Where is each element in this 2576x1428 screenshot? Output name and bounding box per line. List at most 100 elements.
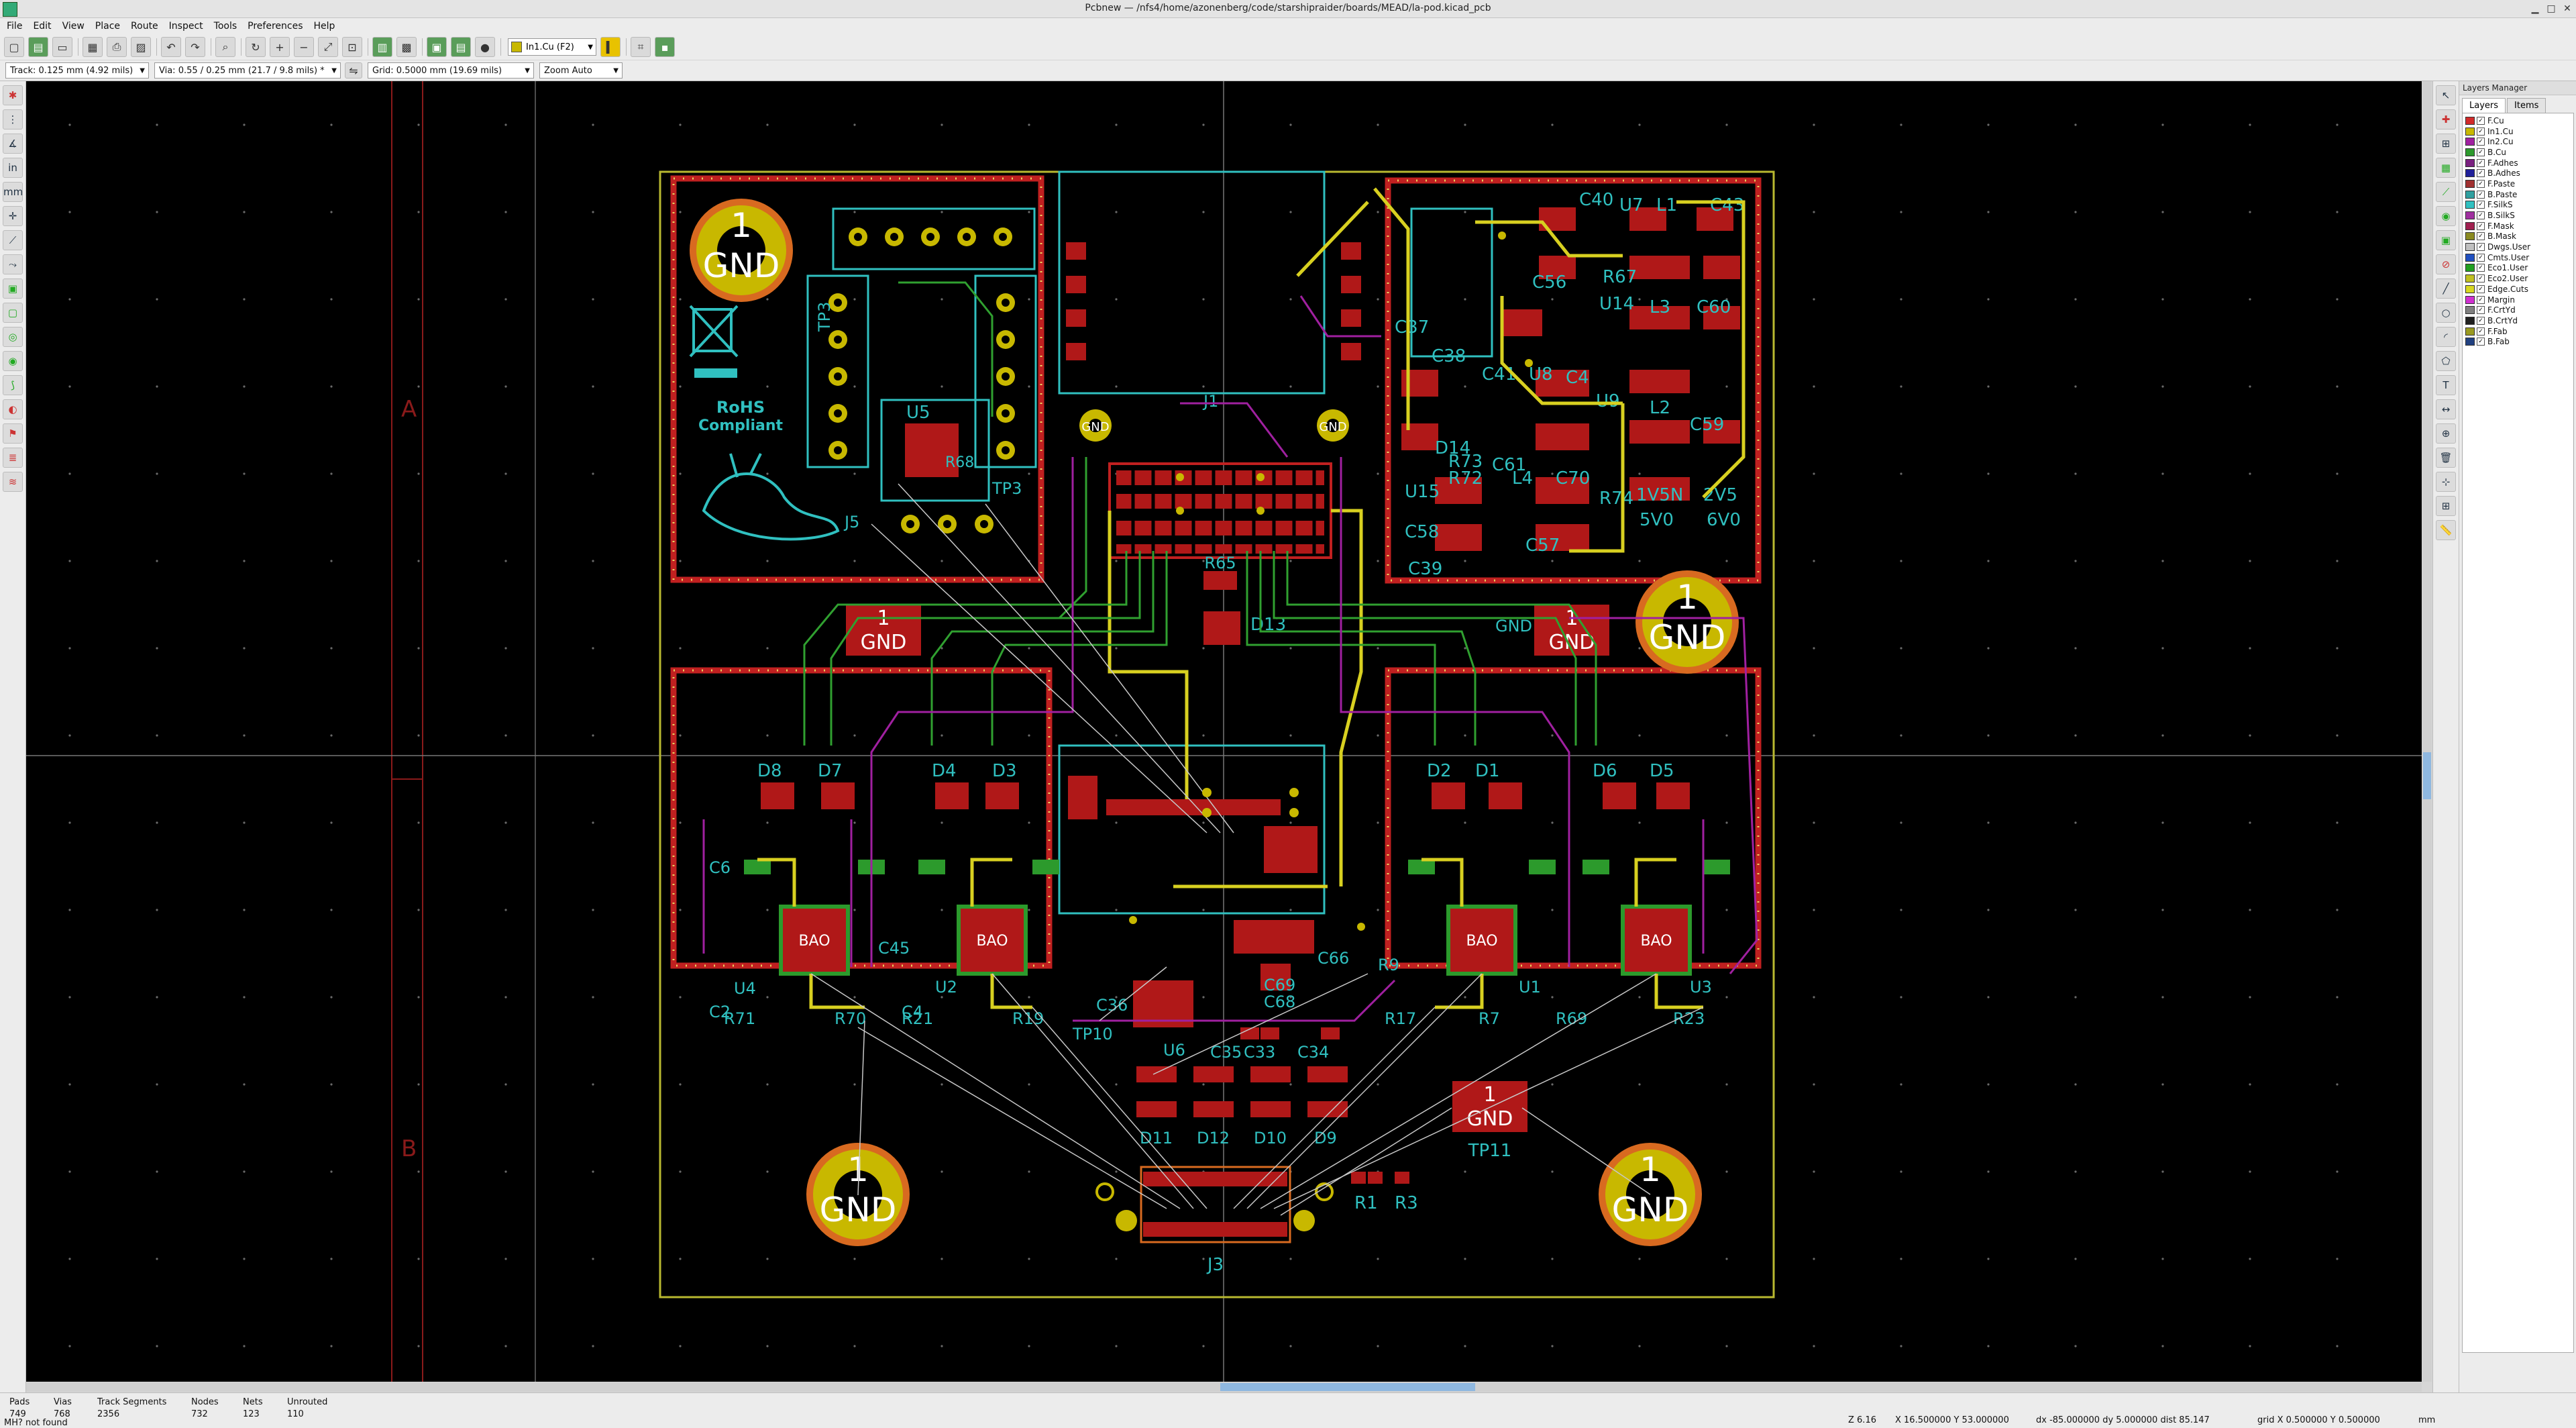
footprint-viewer-icon[interactable]: ▩	[396, 37, 417, 57]
drc-marker-icon[interactable]: ✱	[3, 85, 23, 105]
add-target-icon[interactable]: ⊕	[2436, 423, 2456, 444]
layer-row[interactable]: ✓Edge.Cuts	[2465, 284, 2571, 295]
layer-visibility-checkbox[interactable]: ✓	[2477, 316, 2485, 325]
refresh-icon[interactable]: ↻	[246, 37, 266, 57]
menu-file[interactable]: File	[7, 21, 23, 32]
tab-layers[interactable]: Layers	[2462, 98, 2506, 113]
zoom-fit-icon[interactable]: ⤢	[318, 37, 338, 57]
layer-row[interactable]: ✓F.Mask	[2465, 221, 2571, 232]
add-via-icon[interactable]: ◉	[2436, 206, 2456, 226]
plot-icon[interactable]: ▨	[131, 37, 151, 57]
menu-tools[interactable]: Tools	[213, 21, 237, 32]
layer-visibility-checkbox[interactable]: ✓	[2477, 295, 2485, 304]
high-contrast-icon[interactable]: ◐	[3, 399, 23, 419]
layer-row[interactable]: ✓In2.Cu	[2465, 136, 2571, 147]
zoom-select[interactable]: Zoom Auto▼	[539, 62, 623, 79]
maximize-icon[interactable]: □	[2546, 3, 2556, 14]
ratsnest-icon[interactable]: ⟋	[3, 230, 23, 250]
layer-visibility-checkbox[interactable]: ✓	[2477, 221, 2485, 230]
layer-color-swatch[interactable]	[2465, 264, 2475, 272]
layer-color-swatch[interactable]	[2465, 295, 2475, 304]
layer-color-swatch[interactable]	[2465, 316, 2475, 325]
netlist-icon[interactable]: ▣	[427, 37, 447, 57]
layer-color-swatch[interactable]	[2465, 148, 2475, 156]
add-footprint-icon[interactable]: ▦	[2436, 158, 2456, 178]
layer-row[interactable]: ✓Eco2.User	[2465, 273, 2571, 284]
layer-row[interactable]: ✓F.SilkS	[2465, 200, 2571, 211]
zone-outline-icon[interactable]: ▢	[3, 303, 23, 323]
layer-color-swatch[interactable]	[2465, 158, 2475, 167]
highlight-net-icon[interactable]: ✚	[2436, 109, 2456, 130]
layer-visibility-checkbox[interactable]: ✓	[2477, 211, 2485, 220]
cursor-shape-icon[interactable]: ✛	[3, 206, 23, 226]
layer-visibility-checkbox[interactable]: ✓	[2477, 253, 2485, 262]
find-icon[interactable]: ⌕	[215, 37, 235, 57]
layer-color-swatch[interactable]	[2465, 253, 2475, 262]
horizontal-scrollbar[interactable]	[26, 1382, 2422, 1392]
route-track-icon[interactable]: ⟋	[2436, 182, 2456, 202]
layer-row[interactable]: ✓F.CrtYd	[2465, 305, 2571, 315]
tab-items[interactable]: Items	[2507, 98, 2546, 113]
layer-visibility-checkbox[interactable]: ✓	[2477, 158, 2485, 167]
track-sketch-icon[interactable]: ⟆	[3, 375, 23, 395]
layer-row[interactable]: ✓B.Adhes	[2465, 168, 2571, 178]
curved-ratsnest-icon[interactable]: ⤳	[3, 254, 23, 274]
layer-row[interactable]: ✓F.Fab	[2465, 326, 2571, 337]
footprint-editor-icon[interactable]: ▥	[372, 37, 392, 57]
menu-edit[interactable]: Edit	[33, 21, 52, 32]
grid-select[interactable]: Grid: 0.5000 mm (19.69 mils)▼	[368, 62, 534, 79]
via-size-select[interactable]: Via: 0.55 / 0.25 mm (21.7 / 9.8 mils) *▼	[154, 62, 341, 79]
net-highlight-icon[interactable]: ⚑	[3, 423, 23, 444]
drill-origin-icon[interactable]: ⊹	[2436, 472, 2456, 492]
layer-visibility-checkbox[interactable]: ✓	[2477, 127, 2485, 136]
print-icon[interactable]: ⎙	[107, 37, 127, 57]
layer-color-swatch[interactable]	[2465, 232, 2475, 241]
layer-row[interactable]: ✓Dwgs.User	[2465, 242, 2571, 252]
open-board-icon[interactable]: ▤	[28, 37, 48, 57]
layer-visibility-checkbox[interactable]: ✓	[2477, 116, 2485, 125]
autoroute-icon[interactable]: ⌗	[631, 37, 651, 57]
layer-visibility-checkbox[interactable]: ✓	[2477, 138, 2485, 146]
save-icon[interactable]: ▭	[52, 37, 72, 57]
add-zone-icon[interactable]: ▣	[2436, 230, 2456, 250]
via-sketch-icon[interactable]: ◉	[3, 351, 23, 371]
layer-visibility-checkbox[interactable]: ✓	[2477, 274, 2485, 283]
grid-origin-icon[interactable]: ⊞	[2436, 496, 2456, 516]
layer-row[interactable]: ✓Margin	[2465, 295, 2571, 305]
layer-visibility-checkbox[interactable]: ✓	[2477, 148, 2485, 156]
layer-row[interactable]: ✓F.Cu	[2465, 115, 2571, 126]
layer-visibility-checkbox[interactable]: ✓	[2477, 306, 2485, 315]
layer-color-swatch[interactable]	[2465, 285, 2475, 293]
scripting-console-icon[interactable]: ▪	[655, 37, 675, 57]
layer-color-swatch[interactable]	[2465, 338, 2475, 346]
layer-row[interactable]: ✓B.Fab	[2465, 336, 2571, 347]
polar-coords-icon[interactable]: ∡	[3, 134, 23, 154]
layer-color-swatch[interactable]	[2465, 243, 2475, 252]
delete-icon[interactable]: 🗑	[2436, 448, 2456, 468]
units-mm-icon[interactable]: mm	[3, 182, 23, 202]
add-arc-icon[interactable]: ◜	[2436, 327, 2456, 347]
zoom-selection-icon[interactable]: ⊡	[342, 37, 362, 57]
layer-visibility-checkbox[interactable]: ✓	[2477, 169, 2485, 178]
update-pcb-icon[interactable]: ▤	[451, 37, 471, 57]
layer-row[interactable]: ✓F.Paste	[2465, 178, 2571, 189]
active-layer-select[interactable]: In1.Cu (F2) ▼	[508, 38, 596, 56]
menu-route[interactable]: Route	[131, 21, 158, 32]
layer-color-swatch[interactable]	[2465, 169, 2475, 178]
layer-color-swatch[interactable]	[2465, 211, 2475, 220]
menu-place[interactable]: Place	[95, 21, 121, 32]
select-icon[interactable]: ↖	[2436, 85, 2456, 105]
new-board-icon[interactable]: ▢	[4, 37, 24, 57]
layer-pair-icon[interactable]: ▍	[600, 37, 621, 57]
layer-row[interactable]: ✓In1.Cu	[2465, 126, 2571, 137]
menu-preferences[interactable]: Preferences	[248, 21, 303, 32]
layer-row[interactable]: ✓Eco1.User	[2465, 263, 2571, 274]
add-line-icon[interactable]: ╱	[2436, 278, 2456, 299]
layer-color-swatch[interactable]	[2465, 179, 2475, 188]
add-circle-icon[interactable]: ○	[2436, 303, 2456, 323]
page-settings-icon[interactable]: ▦	[83, 37, 103, 57]
add-dimension-icon[interactable]: ↔	[2436, 399, 2456, 419]
zoom-out-icon[interactable]: −	[294, 37, 314, 57]
layer-manager-toggle-icon[interactable]: ≣	[3, 448, 23, 468]
zone-fill-icon[interactable]: ▣	[3, 278, 23, 299]
